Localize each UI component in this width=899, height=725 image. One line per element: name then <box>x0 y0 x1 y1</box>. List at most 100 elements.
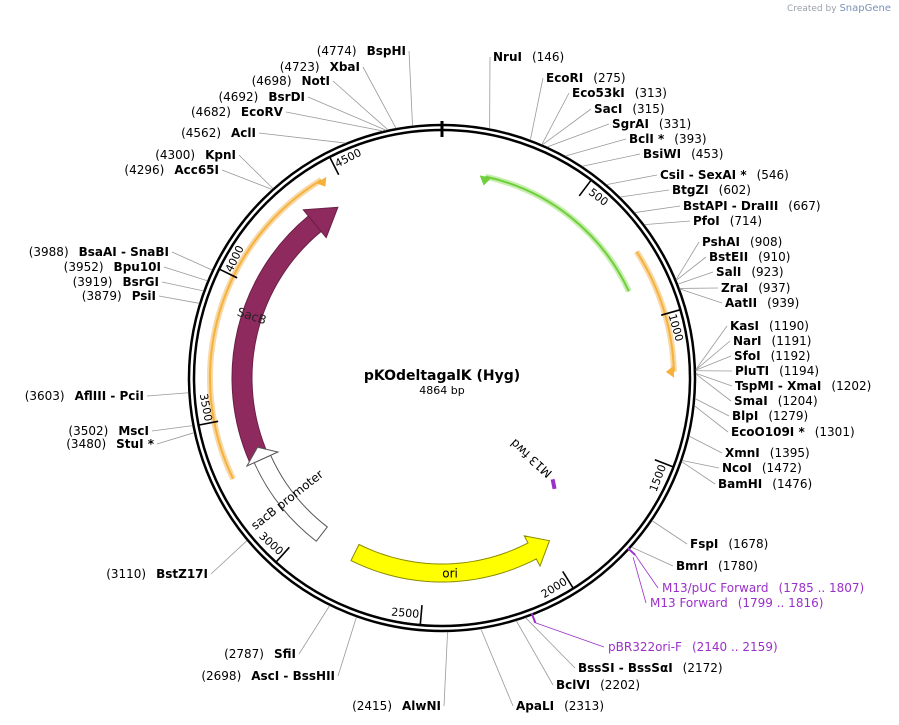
enzyme-name: EcoRV <box>241 105 284 119</box>
tick-mark <box>654 459 674 468</box>
tick-mark <box>660 308 681 316</box>
enzyme-leader-line <box>210 540 248 575</box>
enzyme-leader-line <box>480 628 514 707</box>
enzyme-label: BlpI (1279) <box>732 409 808 423</box>
enzyme-label: (4296)Acc65I <box>124 163 219 177</box>
tick-label: 3500 <box>197 392 215 422</box>
enzyme-position: (939) <box>767 296 799 310</box>
enzyme-label: SmaI(1204) <box>734 394 818 408</box>
enzyme-name: BstEII <box>709 250 748 264</box>
enzyme-leader-line <box>158 295 200 304</box>
enzyme-position: (3480) <box>66 437 106 451</box>
enzyme-name: PluTI <box>735 364 769 378</box>
enzyme-name: ZraI <box>721 281 748 295</box>
enzyme-leader-line <box>694 405 729 433</box>
tick-label: 2000 <box>539 575 570 601</box>
enzyme-position: (315) <box>632 102 664 116</box>
enzyme-position: (908) <box>750 235 782 249</box>
enzyme-label: (3952)Bpu10I <box>64 260 161 274</box>
enzyme-leader-line <box>689 435 723 454</box>
enzyme-label: (3879)PsiI <box>82 289 156 303</box>
enzyme-position: (3988) <box>29 245 69 259</box>
enzyme-name: PsiI <box>132 289 156 303</box>
enzyme-label: ApaLI(2313) <box>516 699 604 713</box>
enzyme-name: KasI <box>730 319 759 333</box>
enzyme-name: BamHI <box>718 477 762 491</box>
enzyme-name: FspI <box>690 537 718 551</box>
primer-site-mark <box>530 613 537 624</box>
credit-prefix: Created by <box>787 4 837 14</box>
enzyme-label: BmrI(1780) <box>676 559 758 573</box>
enzyme-name: BsrDI <box>268 90 305 104</box>
primer-name: pBR322ori-F <box>608 640 682 654</box>
tick-mark <box>578 179 592 197</box>
enzyme-label: (4692) BsrDI <box>218 90 305 104</box>
enzyme-name: NcoI <box>722 461 752 475</box>
enzyme-label: PluTI(1194) <box>735 364 819 378</box>
enzyme-position: (1192) <box>771 349 811 363</box>
enzyme-label: (3919)BsrGI <box>73 275 159 289</box>
enzyme-label: CsiI - SexAI *(546) <box>660 168 789 182</box>
enzyme-label: NarI(1191) <box>733 334 811 348</box>
enzyme-label: BstEII(910) <box>709 250 790 264</box>
enzyme-name: BlpI <box>732 409 758 423</box>
enzyme-leader-line <box>694 398 730 417</box>
enzyme-position: (2787) <box>224 647 264 661</box>
sacb-arrowhead <box>302 206 339 239</box>
green-arc <box>485 175 630 292</box>
enzyme-name: AlwNI <box>402 699 441 713</box>
enzyme-label: PshAI(908) <box>702 235 782 249</box>
enzyme-leader-line <box>298 605 330 655</box>
enzyme-label: SacI(315) <box>594 102 665 116</box>
enzyme-label: SgrAI(331) <box>612 117 691 131</box>
enzyme-leader-line <box>695 373 732 402</box>
m13-fwd-arrow <box>550 478 557 490</box>
enzyme-label: (4774)BspHI <box>317 44 406 58</box>
enzyme-label: EcoRI(275) <box>546 71 626 85</box>
enzyme-name: BstAPI - DraIII <box>683 199 778 213</box>
enzyme-name: ApaLI <box>516 699 554 713</box>
enzyme-name: BsiWI <box>643 147 681 161</box>
tick-label: 2500 <box>391 605 420 620</box>
enzyme-position: (4692) <box>218 90 258 104</box>
m13-fwd-label: M13 fwd <box>508 436 555 480</box>
enzyme-label: PfoI(714) <box>693 214 762 228</box>
enzyme-leader-line <box>146 392 189 397</box>
enzyme-position: (3110) <box>106 567 146 581</box>
enzyme-leader-line <box>620 189 670 198</box>
enzyme-leader-line <box>651 520 688 545</box>
enzyme-position: (146) <box>532 50 564 64</box>
enzyme-name: AflIII - PciI <box>75 389 144 403</box>
enzyme-position: (393) <box>674 132 706 146</box>
enzyme-position: (546) <box>757 168 789 182</box>
enzyme-name: BclVI <box>556 678 590 692</box>
enzyme-leader-line <box>565 138 627 157</box>
enzyme-name: AatII <box>725 296 757 310</box>
enzyme-label: BclVI(2202) <box>556 678 640 692</box>
enzyme-label: SalI(923) <box>716 265 784 279</box>
enzyme-name: AclI <box>231 126 256 140</box>
enzyme-leader-line <box>677 271 714 285</box>
enzyme-position: (1279) <box>768 409 808 423</box>
enzyme-position: (1301) <box>815 425 855 439</box>
enzyme-leader-line <box>695 325 728 370</box>
enzyme-name: StuI * <box>116 437 155 451</box>
primers-layer: M13/pUC Forward(1785 .. 1807)M13 Forward… <box>535 554 864 654</box>
enzyme-name: NotI <box>302 74 331 88</box>
enzyme-position: (1472) <box>762 461 802 475</box>
enzyme-label: BssSI - BssSαI(2172) <box>578 661 723 675</box>
enzyme-leader-line <box>582 153 641 167</box>
enzyme-position: (1476) <box>772 477 812 491</box>
enzyme-label: (3988)BsaAI - SnaBI <box>29 245 169 259</box>
primer-site-mark <box>627 547 636 556</box>
enzyme-label: NruI (146) <box>493 50 564 64</box>
enzyme-name: NruI <box>493 50 522 64</box>
tick-mark <box>218 268 238 279</box>
enzyme-label: BstAPI - DraIII(667) <box>683 199 821 213</box>
snapgene-credit: Created by SnapGene <box>787 3 891 14</box>
enzyme-leader-line <box>332 80 389 131</box>
enzyme-position: (4296) <box>124 163 164 177</box>
enzyme-position: (1191) <box>772 334 812 348</box>
enzyme-leader-line <box>634 205 681 213</box>
